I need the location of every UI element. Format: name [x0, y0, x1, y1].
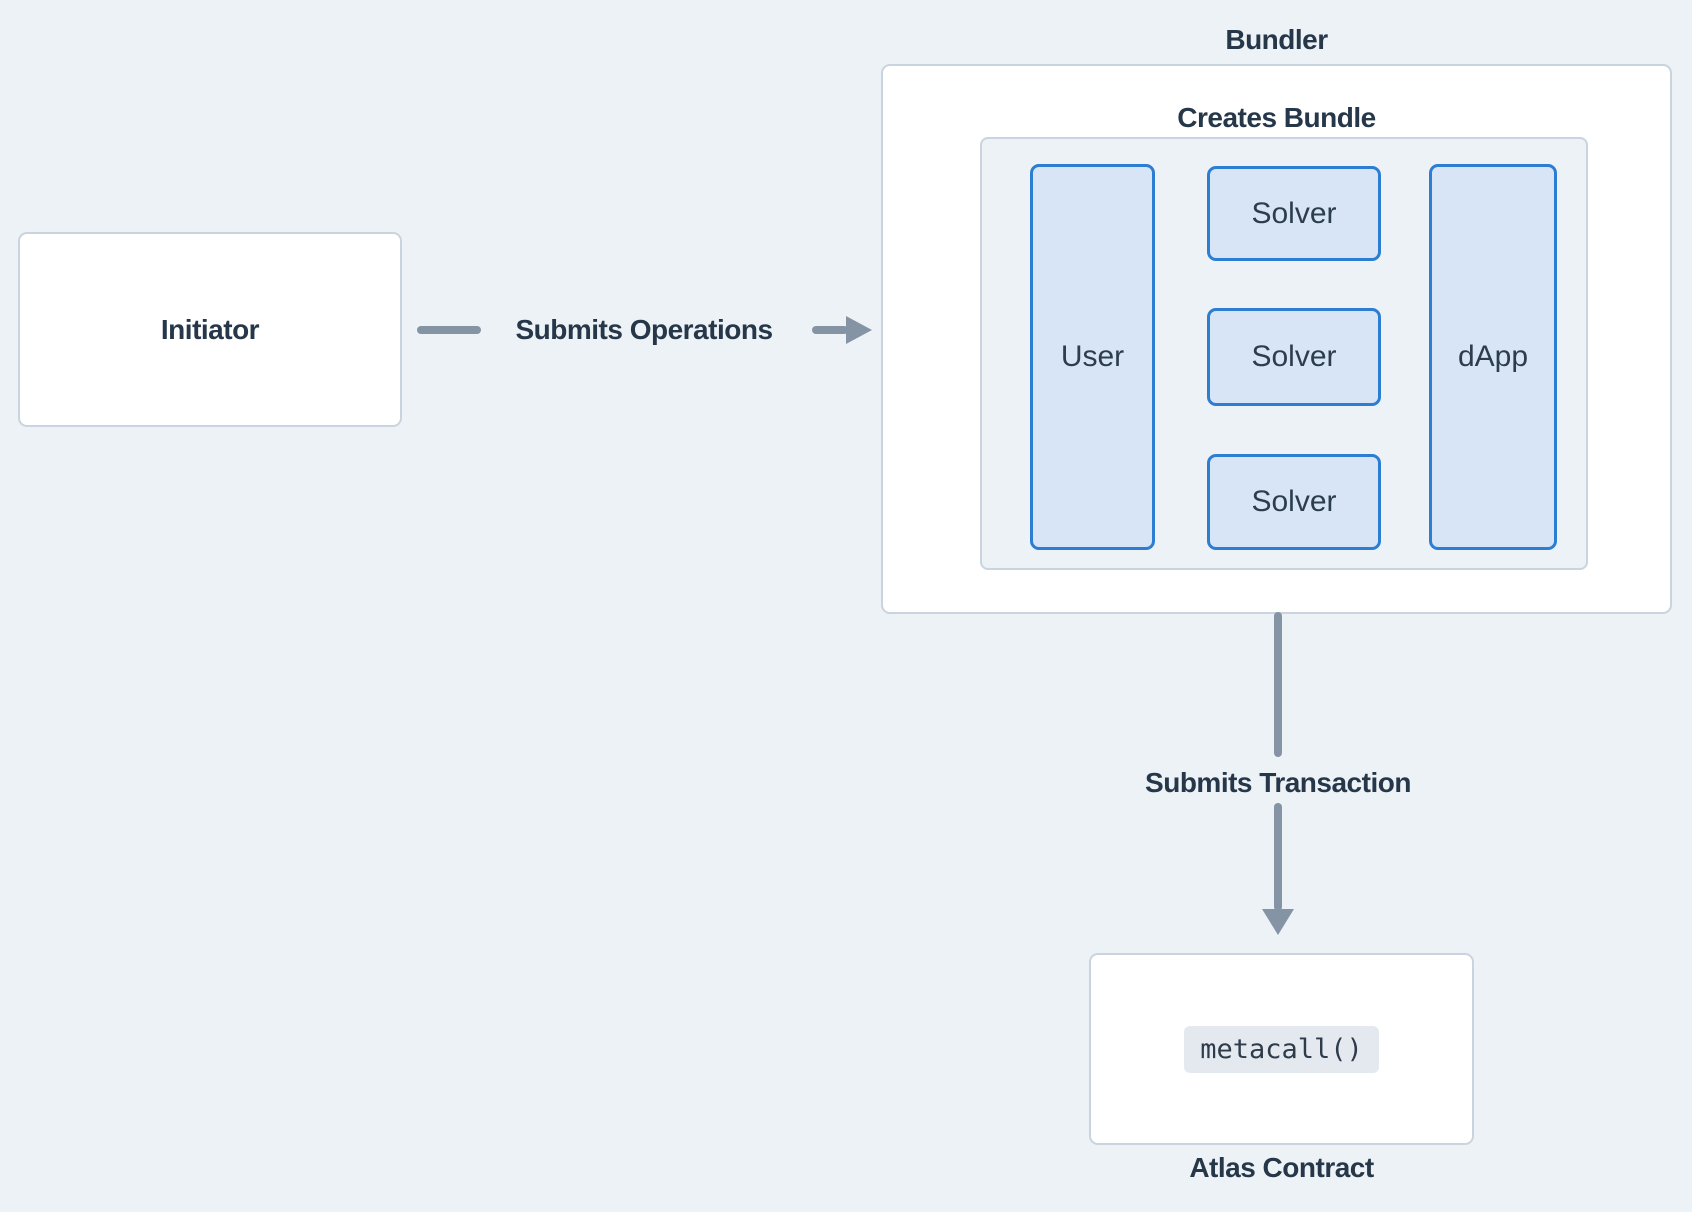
user-label: User — [1060, 340, 1125, 373]
solver-label-1: Solver — [1251, 196, 1337, 230]
operations-arrow-label: Submits Operations — [515, 314, 773, 345]
transaction-arrowhead-icon — [1262, 909, 1294, 935]
solver-label-2: Solver — [1251, 340, 1337, 373]
atlas-contract-label: Atlas Contract — [1189, 1152, 1374, 1183]
initiator-label: Initiator — [160, 313, 260, 345]
user-box: User — [1030, 164, 1155, 550]
initiator-box: Initiator — [18, 232, 402, 427]
dapp-label: dApp — [1457, 340, 1529, 373]
solver-box-1: Solver — [1207, 166, 1381, 261]
solver-box-2: Solver — [1207, 308, 1381, 406]
transaction-arrow-line-bottom — [1274, 803, 1282, 911]
operations-arrowhead-icon — [846, 316, 872, 344]
dapp-box: dApp — [1429, 164, 1557, 550]
solver-box-3: Solver — [1207, 454, 1381, 550]
bundler-box: Creates Bundle User Solver Solver Solver… — [881, 64, 1672, 614]
operations-arrow-line-left — [417, 326, 481, 334]
bundler-title: Bundler — [1225, 24, 1328, 55]
metacall-code-badge: metacall() — [1184, 1025, 1379, 1073]
transaction-arrow-line-top — [1274, 612, 1282, 757]
bundle-container: User Solver Solver Solver dApp — [980, 137, 1588, 570]
atlas-contract-box: metacall() — [1089, 953, 1474, 1145]
operations-arrow-line-right — [812, 326, 848, 334]
creates-bundle-title: Creates Bundle — [1177, 102, 1376, 133]
transaction-arrow-label: Submits Transaction — [1145, 767, 1411, 798]
solver-label-3: Solver — [1251, 485, 1337, 518]
